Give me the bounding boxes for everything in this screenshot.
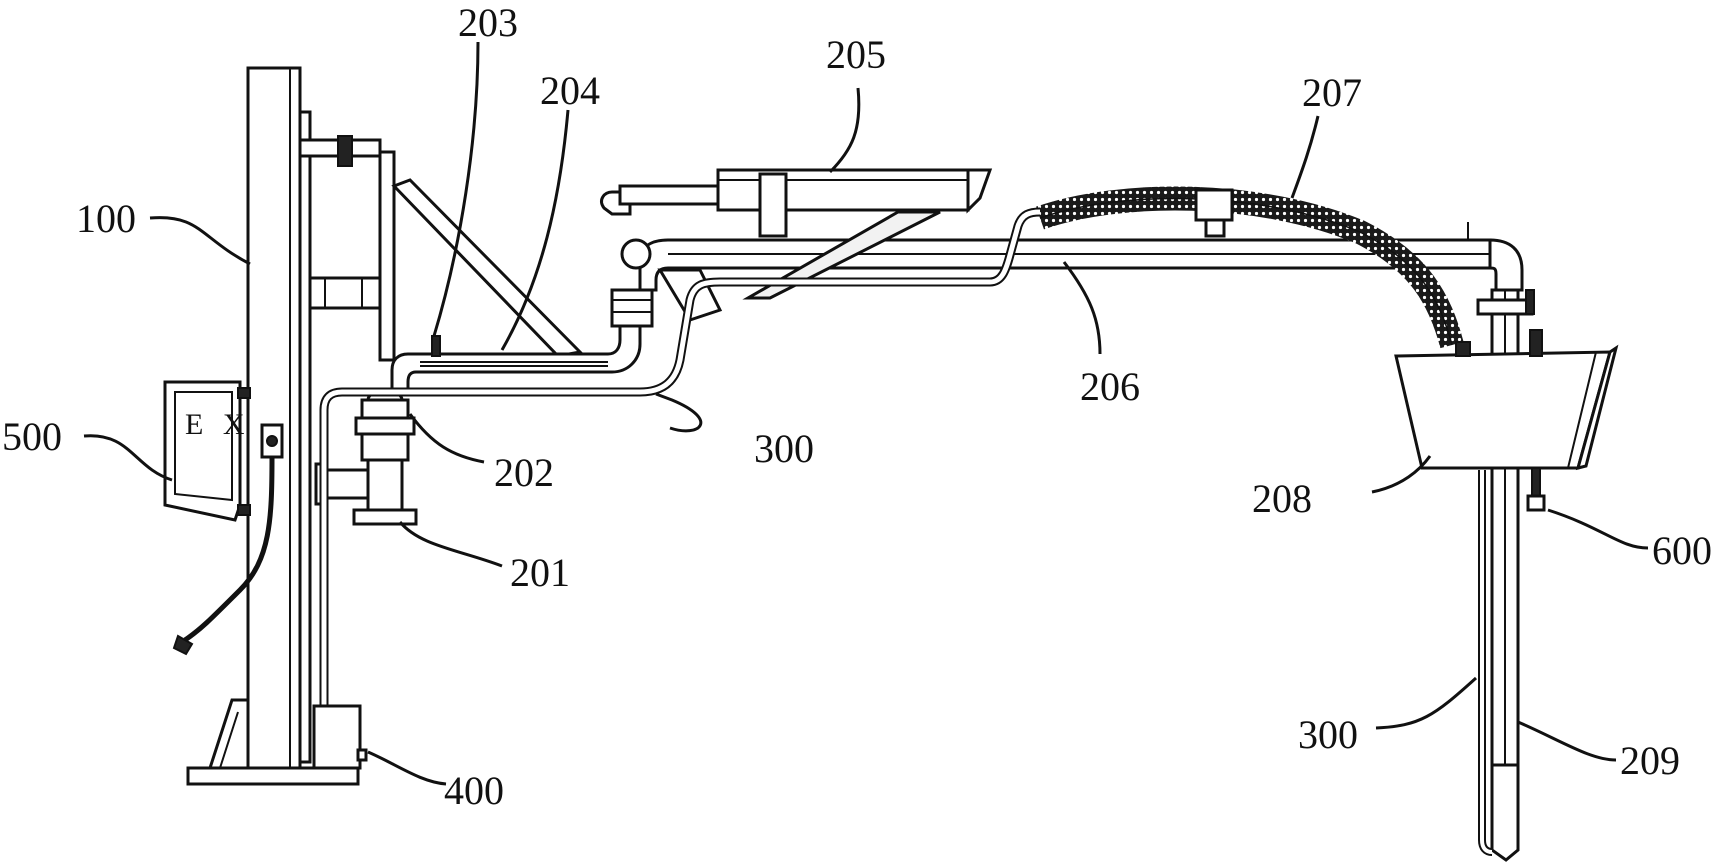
label-208: 208	[1252, 476, 1312, 521]
label-300-upper: 300	[754, 426, 814, 471]
leader-209	[1518, 722, 1616, 760]
label-204: 204	[540, 68, 600, 113]
label-400: 400	[444, 768, 504, 813]
level-sensor	[1528, 468, 1544, 510]
junction-box	[314, 706, 366, 768]
leader-202	[410, 414, 484, 462]
leader-206	[1064, 262, 1100, 354]
leader-100	[150, 218, 250, 264]
leader-300-upper	[656, 394, 701, 431]
label-600: 600	[1652, 528, 1712, 573]
leader-201	[400, 522, 502, 566]
label-201: 201	[510, 550, 570, 595]
label-205: 205	[826, 32, 886, 77]
leader-207	[1292, 116, 1318, 198]
label-203: 203	[458, 0, 518, 45]
leader-400	[368, 752, 446, 784]
label-202: 202	[494, 450, 554, 495]
label-100: 100	[76, 196, 136, 241]
inlet-valve-assembly	[316, 391, 416, 524]
label-207: 207	[1302, 70, 1362, 115]
explosion-proof-box: E X	[165, 382, 251, 520]
leader-300-lower	[1376, 678, 1476, 728]
diagonal-brace	[394, 180, 580, 356]
label-206: 206	[1080, 364, 1140, 409]
box-ex-marking: E X	[185, 408, 251, 441]
leader-600	[1548, 510, 1648, 548]
leader-500	[84, 436, 172, 480]
label-209: 209	[1620, 738, 1680, 783]
leader-205	[830, 88, 859, 172]
label-500: 500	[2, 414, 62, 459]
leader-203	[434, 42, 478, 336]
label-300-lower: 300	[1298, 712, 1358, 757]
